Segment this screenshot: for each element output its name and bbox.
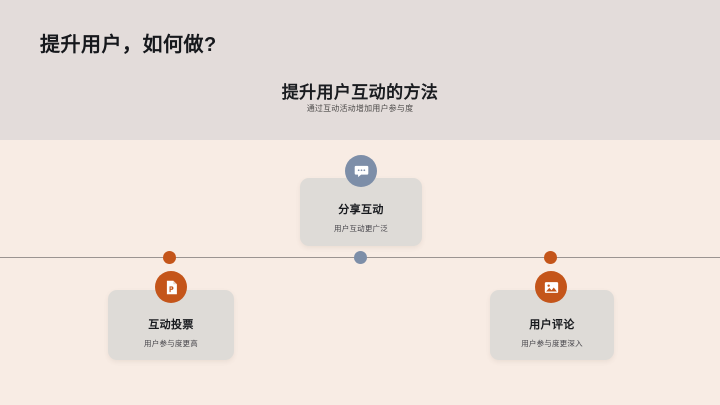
timeline-card-poll[interactable]: 互动投票 用户参与度更高 xyxy=(108,290,234,360)
timeline-node-comment[interactable] xyxy=(544,251,557,264)
page-title: 提升用户，如何做? xyxy=(40,34,217,56)
timeline-card-title: 互动投票 xyxy=(148,319,194,331)
chat-bubble-icon xyxy=(345,155,377,187)
timeline-node-share[interactable] xyxy=(354,251,367,264)
timeline-node-poll[interactable] xyxy=(163,251,176,264)
timeline-card-title: 分享互动 xyxy=(338,204,384,216)
timeline-card-description: 用户参与度更高 xyxy=(144,339,198,348)
poll-document-icon xyxy=(155,271,187,303)
timeline-card-title: 用户评论 xyxy=(529,319,575,331)
timeline-card-share[interactable]: 分享互动 用户互动更广泛 xyxy=(300,178,422,246)
timeline-card-description: 用户互动更广泛 xyxy=(334,224,388,233)
section-heading: 提升用户互动的方法 xyxy=(281,83,439,102)
timeline-card-description: 用户参与度更深入 xyxy=(521,339,583,348)
slide-header-band xyxy=(0,0,720,140)
image-photo-icon xyxy=(535,271,567,303)
section-subheading: 通过互动活动增加用户参与度 xyxy=(306,104,414,113)
